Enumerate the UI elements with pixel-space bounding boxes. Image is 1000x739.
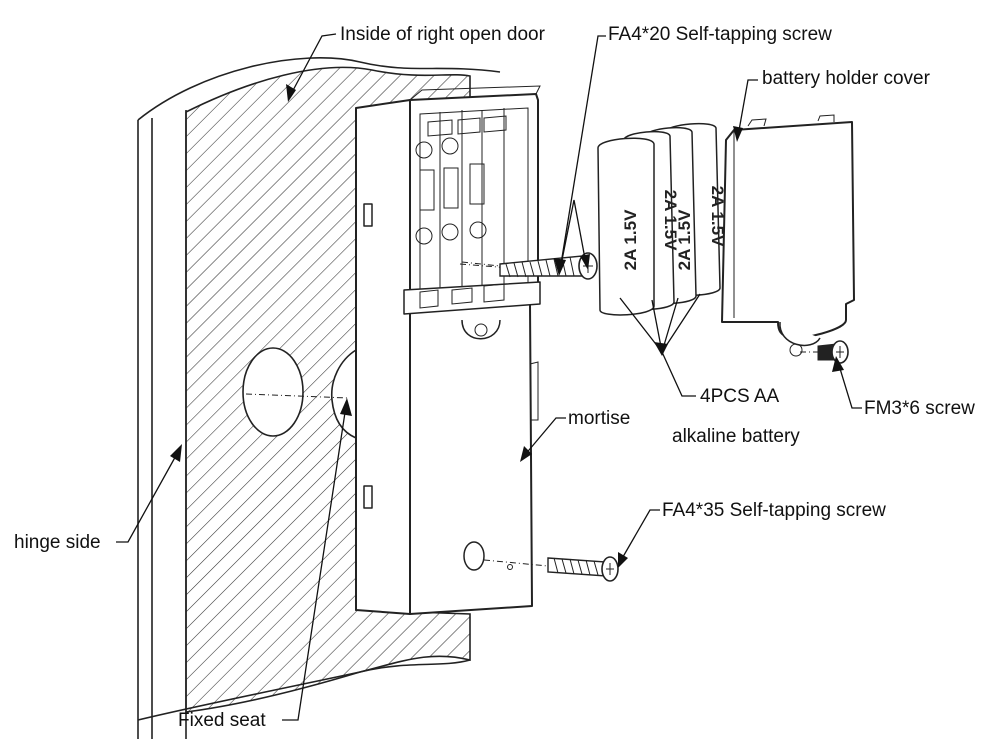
leader-mortise [520, 417, 566, 462]
label-hinge-side: hinge side [14, 532, 101, 553]
label-fa4-35-screw: FA4*35 Self-tapping screw [662, 500, 886, 521]
door-hole [242, 347, 304, 437]
leader-inside-door [286, 33, 337, 102]
battery-1-marking: 2A 1.5V [621, 209, 640, 270]
label-fm3-6-screw: FM3*6 screw [864, 398, 975, 419]
leader-fa4-20 [554, 35, 606, 276]
leader-hinge-side [116, 444, 182, 543]
leader-fixed-seat [282, 398, 352, 721]
label-mortise: mortise [568, 408, 630, 429]
label-batteries-line1: 4PCS AA [700, 386, 780, 407]
label-batteries-line2: alkaline battery [672, 426, 800, 447]
label-fa4-20-screw: FA4*20 Self-tapping screw [608, 24, 832, 45]
fa4-35-screw [483, 556, 619, 582]
leader-cover [733, 79, 758, 142]
leader-fm3-6 [832, 356, 862, 409]
leader-fa4-35 [618, 509, 660, 568]
batteries: 2A 1.5V 2A 1.5V 2A 1.5V 2A 1.5V [597, 122, 727, 316]
fixed-seat-shape [331, 348, 357, 440]
battery-holder-cover [721, 114, 855, 357]
label-battery-holder-cover: battery holder cover [762, 68, 931, 89]
battery-2-marking: 2A 1.5V [661, 190, 680, 251]
battery-4-marking: 2A 1.5V [708, 186, 727, 247]
battery-3-marking: 2A 1.5V [675, 209, 694, 270]
label-fixed-seat: Fixed seat [178, 710, 266, 731]
label-inside-door: Inside of right open door [340, 24, 546, 45]
leader-batteries [619, 293, 701, 397]
mortise-body [355, 85, 541, 615]
